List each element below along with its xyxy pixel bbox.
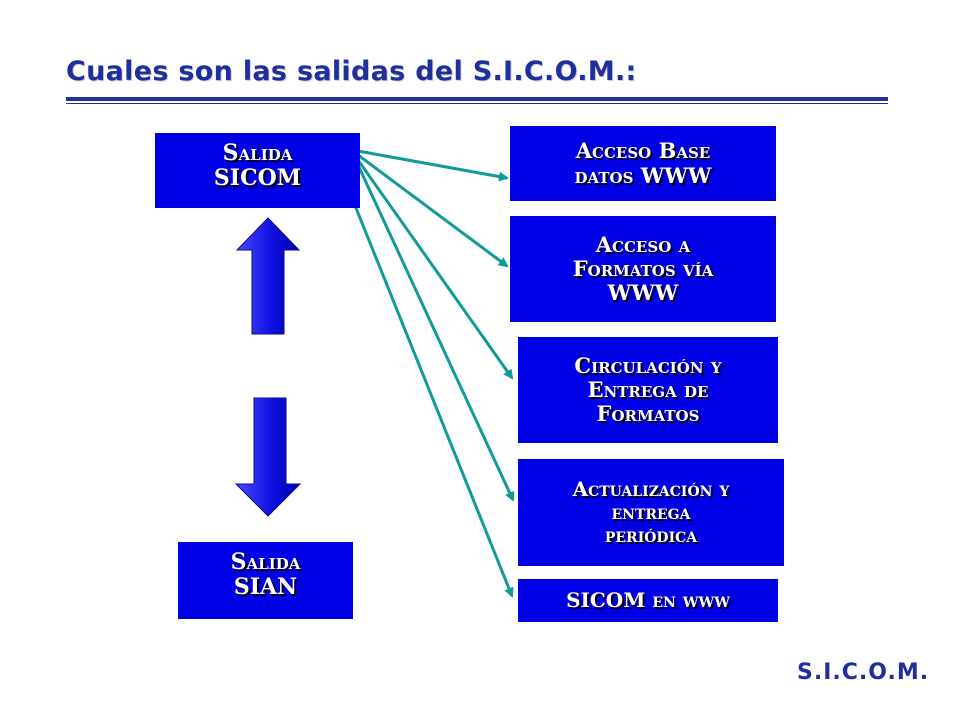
output-label: Actualización y entrega periódica bbox=[572, 477, 730, 547]
output-box-acceso-formatos: Acceso a Formatos vía WWW bbox=[510, 216, 776, 322]
connector-to-output-4 bbox=[356, 164, 515, 502]
output-box-circulacion-entrega: Circulación y Entrega de Formatos bbox=[518, 337, 778, 443]
up-arrow-icon bbox=[235, 217, 301, 335]
connector-to-output-5 bbox=[352, 202, 514, 598]
output-label: Acceso Base datos WWW bbox=[574, 138, 712, 188]
footer-brand: S.I.C.O.M. bbox=[797, 660, 930, 685]
output-label: Acceso a Formatos vía WWW bbox=[572, 231, 714, 306]
output-box-acceso-base-datos: Acceso Base datos WWW bbox=[510, 126, 776, 201]
salida-sicom-label: Salida SICOM bbox=[213, 140, 302, 192]
connector-to-output-2 bbox=[357, 153, 509, 268]
salida-sian-label: Salida SIAN bbox=[230, 549, 301, 601]
connector-to-output-1 bbox=[357, 149, 509, 182]
output-box-sicom-en-www: SICOM en www bbox=[518, 579, 778, 622]
title-underline-thin bbox=[66, 103, 888, 104]
title-underline bbox=[66, 97, 888, 101]
page-title: Cuales son las salidas del S.I.C.O.M.: bbox=[66, 56, 637, 87]
output-label: SICOM en www bbox=[566, 588, 730, 612]
output-box-actualizacion-entrega: Actualización y entrega periódica bbox=[518, 459, 784, 566]
output-label: Circulación y Entrega de Formatos bbox=[574, 352, 722, 427]
salida-sian-box: Salida SIAN bbox=[178, 542, 353, 619]
down-arrow-icon bbox=[234, 397, 302, 517]
connector-to-output-3 bbox=[356, 159, 514, 380]
salida-sicom-box: Salida SICOM bbox=[155, 133, 360, 208]
